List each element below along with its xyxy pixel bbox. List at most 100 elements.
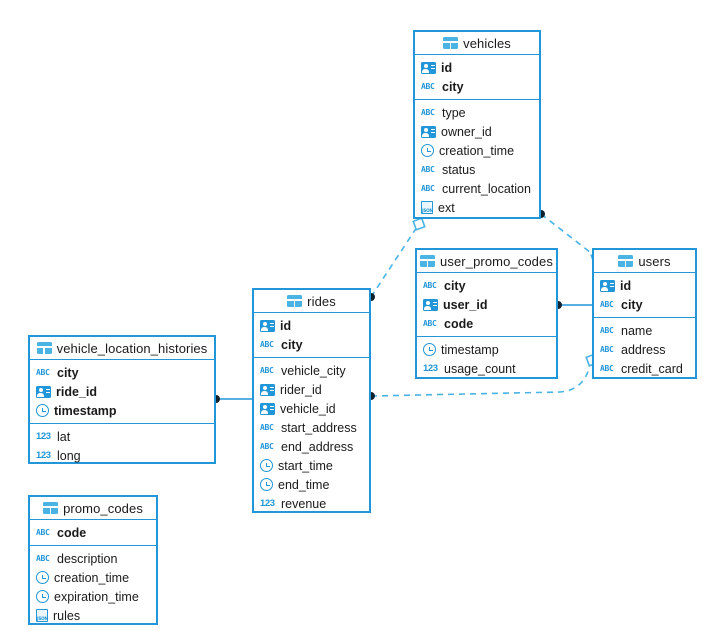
column-name: vehicle_id [280,401,336,416]
column-row[interactable]: vehicle_id [254,399,369,418]
abc-icon: ABC [421,108,435,117]
table-header-promo_codes[interactable]: promo_codes [30,497,156,520]
abc-icon: ABC [260,366,274,375]
column-row[interactable]: expiration_time [30,587,156,606]
table-header-vehicle_location_histories[interactable]: vehicle_location_histories [30,337,214,360]
abc-icon: ABC [260,442,274,451]
table-title: vehicles [463,35,511,51]
column-name: revenue [281,496,327,511]
table-header-rides[interactable]: rides [254,290,369,313]
primary-key-row[interactable]: ride_id [30,382,214,401]
clock-icon [36,404,49,417]
column-name: expiration_time [54,589,139,604]
primary-key-row[interactable]: id [415,58,539,77]
table-header-vehicles[interactable]: vehicles [415,32,539,55]
column-name: city [57,365,79,380]
id-card-icon [260,402,275,415]
column-row[interactable]: start_time [254,456,369,475]
column-name: status [442,162,476,177]
column-name: current_location [442,181,531,196]
column-row[interactable]: ext [415,198,539,217]
table-title: users [638,253,671,269]
column-name: rider_id [280,382,322,397]
column-row[interactable]: timestamp [417,340,556,359]
column-row[interactable]: ABC status [415,160,539,179]
column-row[interactable]: ABC end_address [254,437,369,456]
column-name: timestamp [54,403,117,418]
table-header-users[interactable]: users [594,250,695,273]
column-row[interactable]: owner_id [415,122,539,141]
primary-key-row[interactable]: timestamp [30,401,214,420]
table-icon [443,37,459,49]
id-card-icon [423,298,438,311]
column-row[interactable]: rider_id [254,380,369,399]
column-name: end_time [278,477,330,492]
abc-icon: ABC [600,300,614,309]
column-row[interactable]: creation_time [415,141,539,160]
id-card-icon [260,383,275,396]
abc-icon: ABC [36,554,50,563]
id-card-icon [421,125,436,138]
column-name: end_address [281,439,354,454]
primary-key-row[interactable]: id [594,276,695,295]
column-name: code [444,316,474,331]
column-row[interactable]: creation_time [30,568,156,587]
column-name: user_id [443,297,488,312]
clock-icon [423,343,436,356]
abc-icon: ABC [36,528,50,537]
abc-icon: ABC [260,340,274,349]
123-icon: 123 [423,363,438,374]
table-title: rides [307,293,336,309]
column-row[interactable]: end_time [254,475,369,494]
primary-key-row[interactable]: ABC code [30,523,156,542]
relationship-upc-to-users[interactable] [554,301,592,309]
relationship-vlh-to-rides[interactable] [212,395,252,403]
table-header-user_promo_codes[interactable]: user_promo_codes [417,250,556,273]
column-name: city [281,337,303,352]
column-name: city [442,79,464,94]
column-name: owner_id [441,124,492,139]
id-card-icon [260,319,275,332]
column-row[interactable]: rules [30,606,156,625]
primary-key-row[interactable]: ABC city [254,335,369,354]
abc-icon: ABC [421,165,435,174]
column-name: code [57,525,87,540]
column-name: id [441,60,453,75]
clock-icon [421,144,434,157]
column-name: start_address [281,420,357,435]
column-name: address [621,342,666,357]
primary-key-row[interactable]: id [254,316,369,335]
primary-key-row[interactable]: user_id [417,295,556,314]
id-card-icon [36,385,51,398]
